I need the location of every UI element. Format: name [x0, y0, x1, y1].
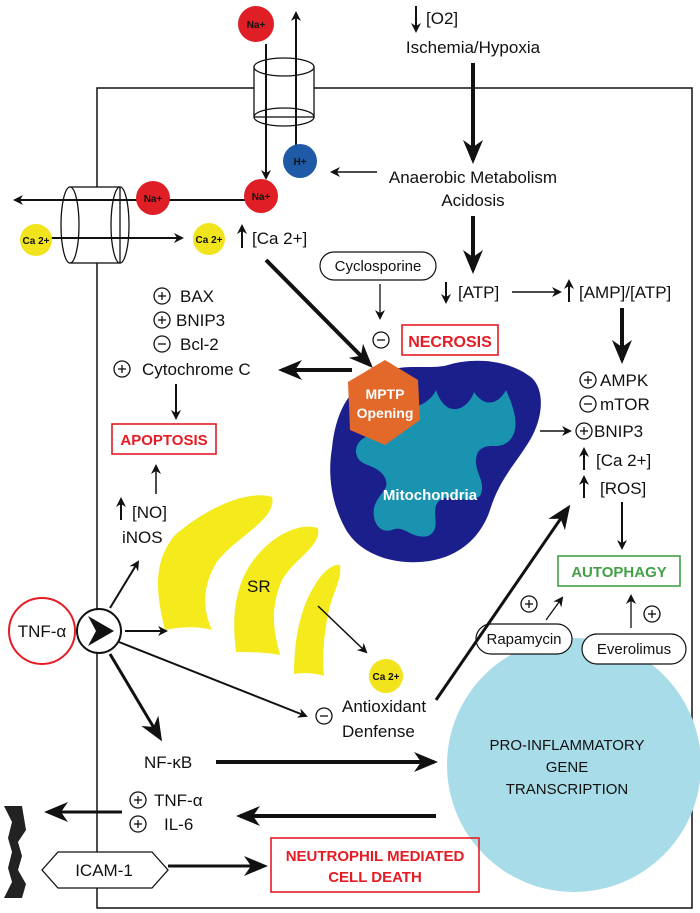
apoptosis-label: APOPTOSIS	[120, 432, 207, 449]
tnf-to-antioxidant-arrow	[118, 641, 308, 718]
ampk-plus-icon	[579, 371, 597, 389]
mptp-line1: MPTP	[366, 386, 405, 402]
proinflam-line1: PRO-INFLAMMATORY	[489, 737, 644, 754]
anaerobic-label: Anaerobic Metabolism	[389, 168, 557, 187]
cyclosporine-pill	[319, 251, 437, 281]
ca-ion-outside-label: Ca 2+	[23, 236, 50, 247]
mptp-line2: Opening	[357, 405, 414, 421]
ampk-label: AMPK	[600, 371, 649, 390]
h-ion-label: H+	[293, 157, 306, 168]
antioxidant-to-ros-arrow	[434, 504, 571, 701]
na-ion-top-label: Na+	[247, 20, 266, 31]
acidosis-label: Acidosis	[441, 191, 504, 210]
cell-membrane	[96, 87, 693, 909]
bnip3-right-plus-icon	[575, 422, 593, 440]
antioxidant-line2: Denfense	[342, 722, 415, 741]
icam1-label: ICAM-1	[75, 861, 133, 880]
integrin-receptor-icon	[4, 806, 26, 898]
antioxidant-line1: Antioxidant	[342, 697, 426, 716]
sr-to-ca-arrow	[317, 605, 368, 654]
left-ion-channel	[60, 186, 130, 264]
bnip3-right-label: BNIP3	[594, 422, 643, 441]
everolimus-label: Everolimus	[597, 641, 671, 658]
cyclosporine-label: Cyclosporine	[335, 258, 422, 275]
top-ion-channel	[253, 57, 315, 127]
autophagy-label: AUTOPHAGY	[571, 564, 667, 581]
nfkb-label: NF-κB	[144, 753, 192, 772]
na-ion-inside: Na+	[244, 179, 278, 213]
apoptosis-box	[111, 423, 217, 455]
necrosis-label: NECROSIS	[408, 334, 492, 351]
ca-conc-label: [Ca 2+]	[252, 229, 307, 248]
ca-ion-inside-label: Ca 2+	[196, 235, 223, 246]
tnf-alpha-ligand	[8, 597, 76, 665]
tnf-out-label: TNF-α	[154, 791, 203, 810]
autophagy-box	[557, 555, 681, 587]
nucleus	[447, 638, 700, 892]
ros-label: [ROS]	[600, 479, 646, 498]
rapamycin-arrow	[545, 596, 564, 621]
mtor-minus-icon	[579, 395, 597, 413]
na-ion-left: Na+	[136, 181, 170, 215]
proinflam-line3: TRANSCRIPTION	[506, 781, 629, 798]
tnf-to-inos-arrow	[109, 560, 140, 609]
na-ion-top: Na+	[238, 6, 274, 42]
ca-ion-inside: Ca 2+	[193, 223, 225, 255]
no-label: [NO]	[132, 503, 167, 522]
necrosis-box	[401, 324, 499, 356]
mtor-label: mTOR	[600, 395, 650, 414]
na-ion-inside-label: Na+	[252, 192, 271, 203]
tnf-to-nfkb-arrow	[108, 653, 163, 742]
mitochondria-label: Mitochondria	[383, 487, 478, 504]
neutrophil-box	[270, 837, 480, 893]
o2-label: [O2]	[426, 9, 458, 28]
icam1-shape	[41, 851, 169, 889]
h-ion: H+	[283, 144, 317, 178]
neutrophil-line1: NEUTROPHIL MEDIATED	[286, 848, 465, 865]
neutrophil-line2: CELL DEATH	[328, 869, 422, 886]
bnip3-plus-icon	[153, 311, 171, 329]
bax-label: BAX	[180, 287, 214, 306]
cyclosporine-minus-icon	[372, 331, 390, 349]
atp-label: [ATP]	[458, 283, 499, 302]
bcl2-minus-icon	[153, 335, 171, 353]
rapamycin-plus-icon	[520, 595, 538, 613]
ca-ion-sr: Ca 2+	[369, 659, 403, 693]
ca-ion-outside: Ca 2+	[20, 224, 52, 256]
bcl2-label: Bcl-2	[180, 335, 219, 354]
il6-plus-icon	[129, 815, 147, 833]
amp-atp-label: [AMP]/[ATP]	[579, 283, 671, 302]
mptp-opening: MPTP Opening	[348, 360, 420, 445]
bnip3-label: BNIP3	[176, 311, 225, 330]
tnf-alpha-label: TNF-α	[18, 622, 67, 641]
rapamycin-pill	[475, 623, 573, 655]
ischemia-label: Ischemia/Hypoxia	[406, 38, 541, 57]
sr-label: SR	[247, 577, 271, 596]
tnf-out-plus-icon	[129, 791, 147, 809]
il6-label: IL-6	[164, 815, 193, 834]
tnf-receptor-chevron-icon	[88, 616, 114, 646]
everolimus-plus-icon	[643, 605, 661, 623]
inos-label: iNOS	[122, 528, 163, 547]
bax-plus-icon	[153, 287, 171, 305]
everolimus-pill	[581, 633, 687, 665]
na-ion-left-label: Na+	[144, 194, 163, 205]
proinflam-line2: GENE	[546, 759, 589, 776]
antioxidant-minus-icon	[315, 707, 333, 725]
ca-to-mptp-arrow	[264, 258, 373, 368]
cytochrome-plus-icon	[113, 360, 131, 378]
ca-ion-sr-label: Ca 2+	[373, 672, 400, 683]
sarcoplasmic-reticulum: SR	[157, 495, 341, 676]
cytochrome-c-label: Cytochrome C	[142, 360, 251, 379]
rapamycin-label: Rapamycin	[486, 631, 561, 648]
ca-right-label: [Ca 2+]	[596, 451, 651, 470]
